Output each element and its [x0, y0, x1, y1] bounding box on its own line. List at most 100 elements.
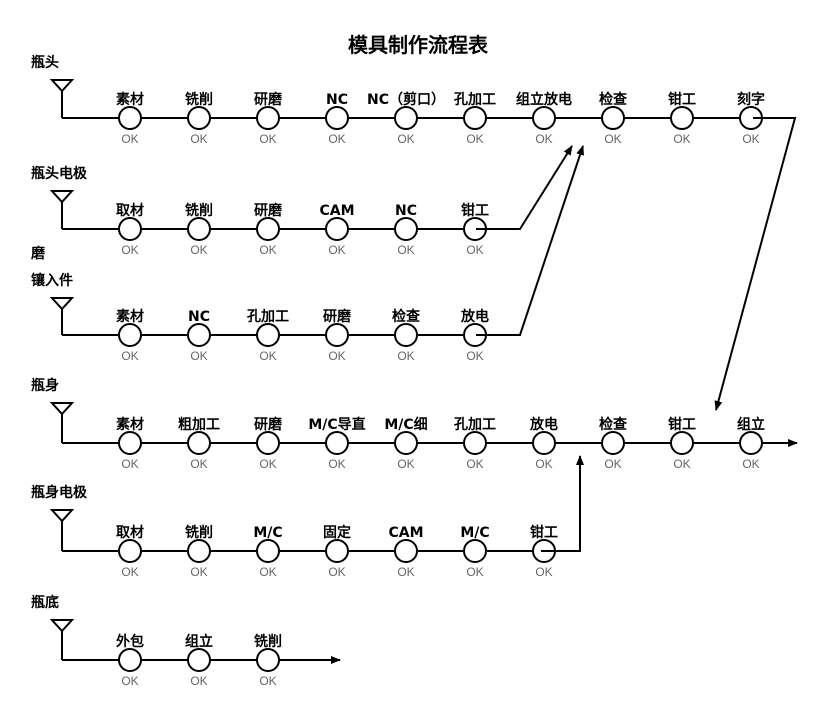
ok-label: OK [259, 565, 276, 579]
step-node [256, 323, 280, 347]
step-node [118, 539, 142, 563]
step-node [187, 323, 211, 347]
step-label: 钳工 [461, 202, 489, 219]
step-node [601, 431, 625, 455]
step-node [325, 323, 349, 347]
ok-label: OK [673, 457, 690, 471]
step-node [256, 217, 280, 241]
step-label: 钳工 [530, 524, 558, 541]
step-node [463, 431, 487, 455]
ok-label: OK [121, 457, 138, 471]
ok-label: OK [397, 565, 414, 579]
step-node [256, 648, 280, 672]
step-label: 素材 [116, 416, 144, 433]
step-node [325, 431, 349, 455]
ok-label: OK [121, 674, 138, 688]
step-label: CAM [319, 203, 354, 219]
ok-label: OK [328, 132, 345, 146]
antenna-icon [49, 619, 75, 660]
ok-label: OK [466, 349, 483, 363]
ok-label: OK [328, 243, 345, 257]
step-node [394, 106, 418, 130]
ok-label: OK [466, 132, 483, 146]
connector-insert [476, 145, 584, 336]
step-label: 粗加工 [178, 416, 220, 433]
ok-label: OK [397, 243, 414, 257]
row-label: 瓶头 [31, 54, 59, 71]
step-label: 研磨 [254, 416, 283, 433]
step-node [325, 539, 349, 563]
step-label: 孔加工 [454, 92, 496, 108]
step-node [256, 539, 280, 563]
ok-label: OK [604, 132, 621, 146]
step-node [601, 106, 625, 130]
step-label: 检查 [599, 91, 628, 108]
step-label: M/C [460, 525, 489, 541]
step-node [187, 431, 211, 455]
ok-label: OK [466, 565, 483, 579]
step-label: 素材 [116, 91, 144, 108]
step-node [118, 106, 142, 130]
step-label: 研磨 [323, 308, 352, 325]
step-node [187, 217, 211, 241]
flow-connectors [476, 117, 797, 552]
ok-label: OK [121, 243, 138, 257]
ok-label: OK [742, 132, 759, 146]
step-label: 取材 [116, 524, 144, 541]
ok-label: OK [121, 132, 138, 146]
antenna-icon [49, 79, 75, 118]
ok-label: OK [259, 457, 276, 471]
step-label: 固定 [323, 524, 351, 541]
step-label: NC [326, 92, 348, 108]
ok-label: OK [328, 565, 345, 579]
step-label: 放电 [460, 308, 489, 325]
step-node [118, 323, 142, 347]
step-node [670, 106, 694, 130]
step-label: 铣削 [185, 524, 213, 541]
ok-label: OK [466, 243, 483, 257]
step-label: 检查 [392, 308, 421, 325]
step-node [463, 106, 487, 130]
step-node [532, 106, 556, 130]
row-label: 瓶身电极 [31, 484, 88, 501]
step-node [394, 431, 418, 455]
ok-label: OK [397, 132, 414, 146]
connector-head-electrode [476, 145, 573, 230]
ok-label: OK [397, 457, 414, 471]
ok-label: OK [466, 457, 483, 471]
connector-head-to-body [714, 117, 797, 411]
step-node [532, 431, 556, 455]
connector-body-electrode [541, 455, 584, 552]
ok-label: OK [535, 457, 552, 471]
flow-row: 瓶头素材OK铣削OK研磨OKNCOKNC（剪口）OK孔加工OK组立放电OK检查O… [31, 54, 765, 146]
step-node [394, 323, 418, 347]
ok-label: OK [190, 349, 207, 363]
step-node [118, 217, 142, 241]
step-label: 钳工 [668, 416, 696, 433]
ok-label: OK [190, 243, 207, 257]
step-label: 孔加工 [247, 309, 289, 325]
extra-note: 磨 [31, 245, 46, 262]
step-label: M/C [253, 525, 282, 541]
step-label: 铣削 [185, 202, 213, 219]
step-node [256, 106, 280, 130]
row-label: 瓶底 [31, 594, 59, 611]
step-label: NC [395, 203, 417, 219]
step-node [187, 106, 211, 130]
step-node [325, 217, 349, 241]
step-node [256, 431, 280, 455]
ok-label: OK [190, 457, 207, 471]
ok-label: OK [190, 674, 207, 688]
page-title: 模具制作流程表 [348, 33, 489, 57]
step-label: 检查 [599, 416, 628, 433]
step-node [394, 539, 418, 563]
step-node [670, 431, 694, 455]
step-label: CAM [388, 525, 423, 541]
step-node [187, 648, 211, 672]
row-label: 瓶身 [31, 377, 59, 394]
ok-label: OK [604, 457, 621, 471]
ok-label: OK [397, 349, 414, 363]
